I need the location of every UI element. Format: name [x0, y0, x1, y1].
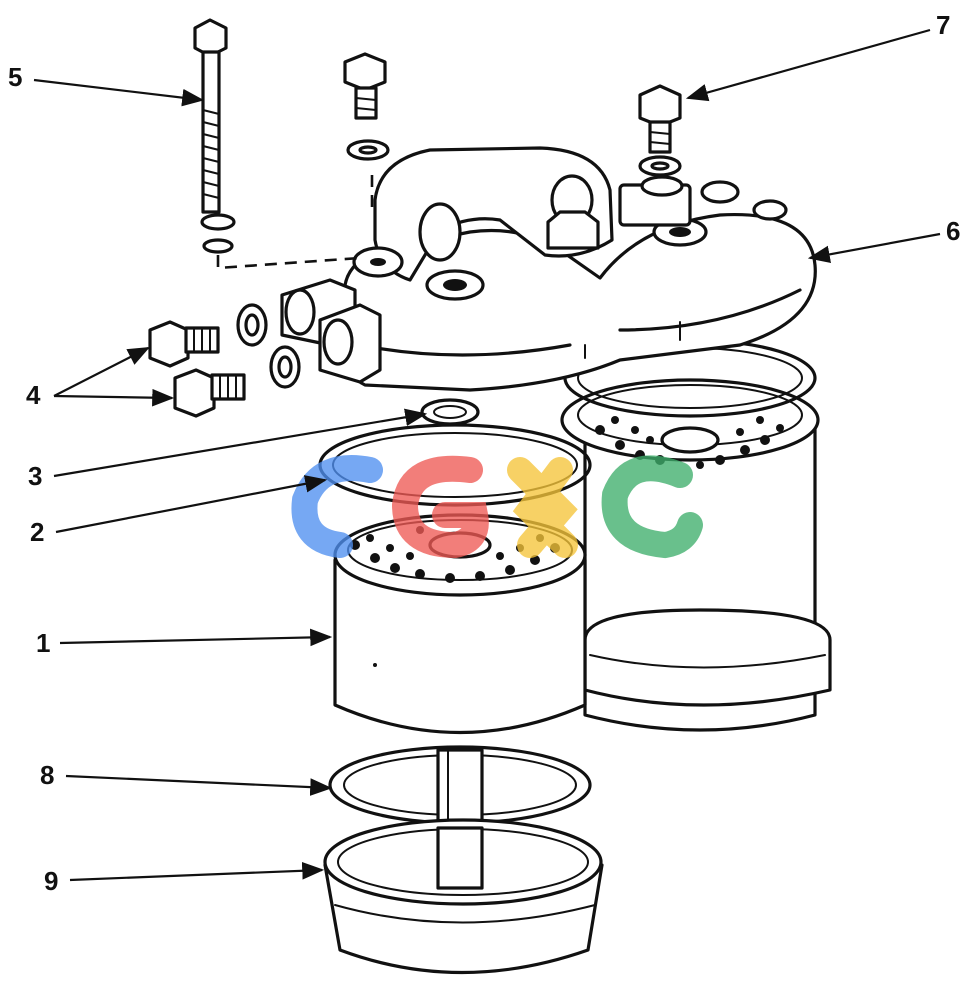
- callout-3: 3: [28, 408, 428, 491]
- svg-text:7: 7: [936, 10, 950, 40]
- rear-filter-holes: [595, 416, 784, 469]
- small-seal-ring: [420, 398, 480, 426]
- rear-filter-element: [560, 378, 832, 732]
- svg-text:1: 1: [36, 628, 50, 658]
- callout-1: 1: [36, 628, 333, 658]
- port-bolt-lower: [173, 368, 246, 418]
- port-bolt-upper: [148, 320, 220, 368]
- center-top-bolt: [343, 52, 390, 215]
- bolt-seven: [638, 84, 684, 197]
- svg-text:6: 6: [946, 216, 960, 246]
- callout-9: 9: [44, 861, 325, 896]
- callout-4: 4: [26, 346, 175, 410]
- svg-text:5: 5: [8, 62, 22, 92]
- long-bolt: [193, 18, 361, 270]
- svg-text:2: 2: [30, 517, 44, 547]
- side-port-assembly: [280, 278, 382, 384]
- watermark-logo: [291, 455, 703, 559]
- port-washers: [236, 303, 301, 389]
- svg-text:3: 3: [28, 461, 42, 491]
- svg-text:8: 8: [40, 760, 54, 790]
- callout-7: 7: [685, 10, 950, 102]
- callout-8: 8: [40, 760, 333, 796]
- callout-5: 5: [8, 62, 205, 107]
- callout-2: 2: [30, 475, 328, 547]
- filter-head: [342, 146, 817, 392]
- callout-6: 6: [807, 216, 960, 264]
- svg-text:4: 4: [26, 380, 41, 410]
- svg-text:9: 9: [44, 866, 58, 896]
- sediment-bowl: [323, 818, 604, 975]
